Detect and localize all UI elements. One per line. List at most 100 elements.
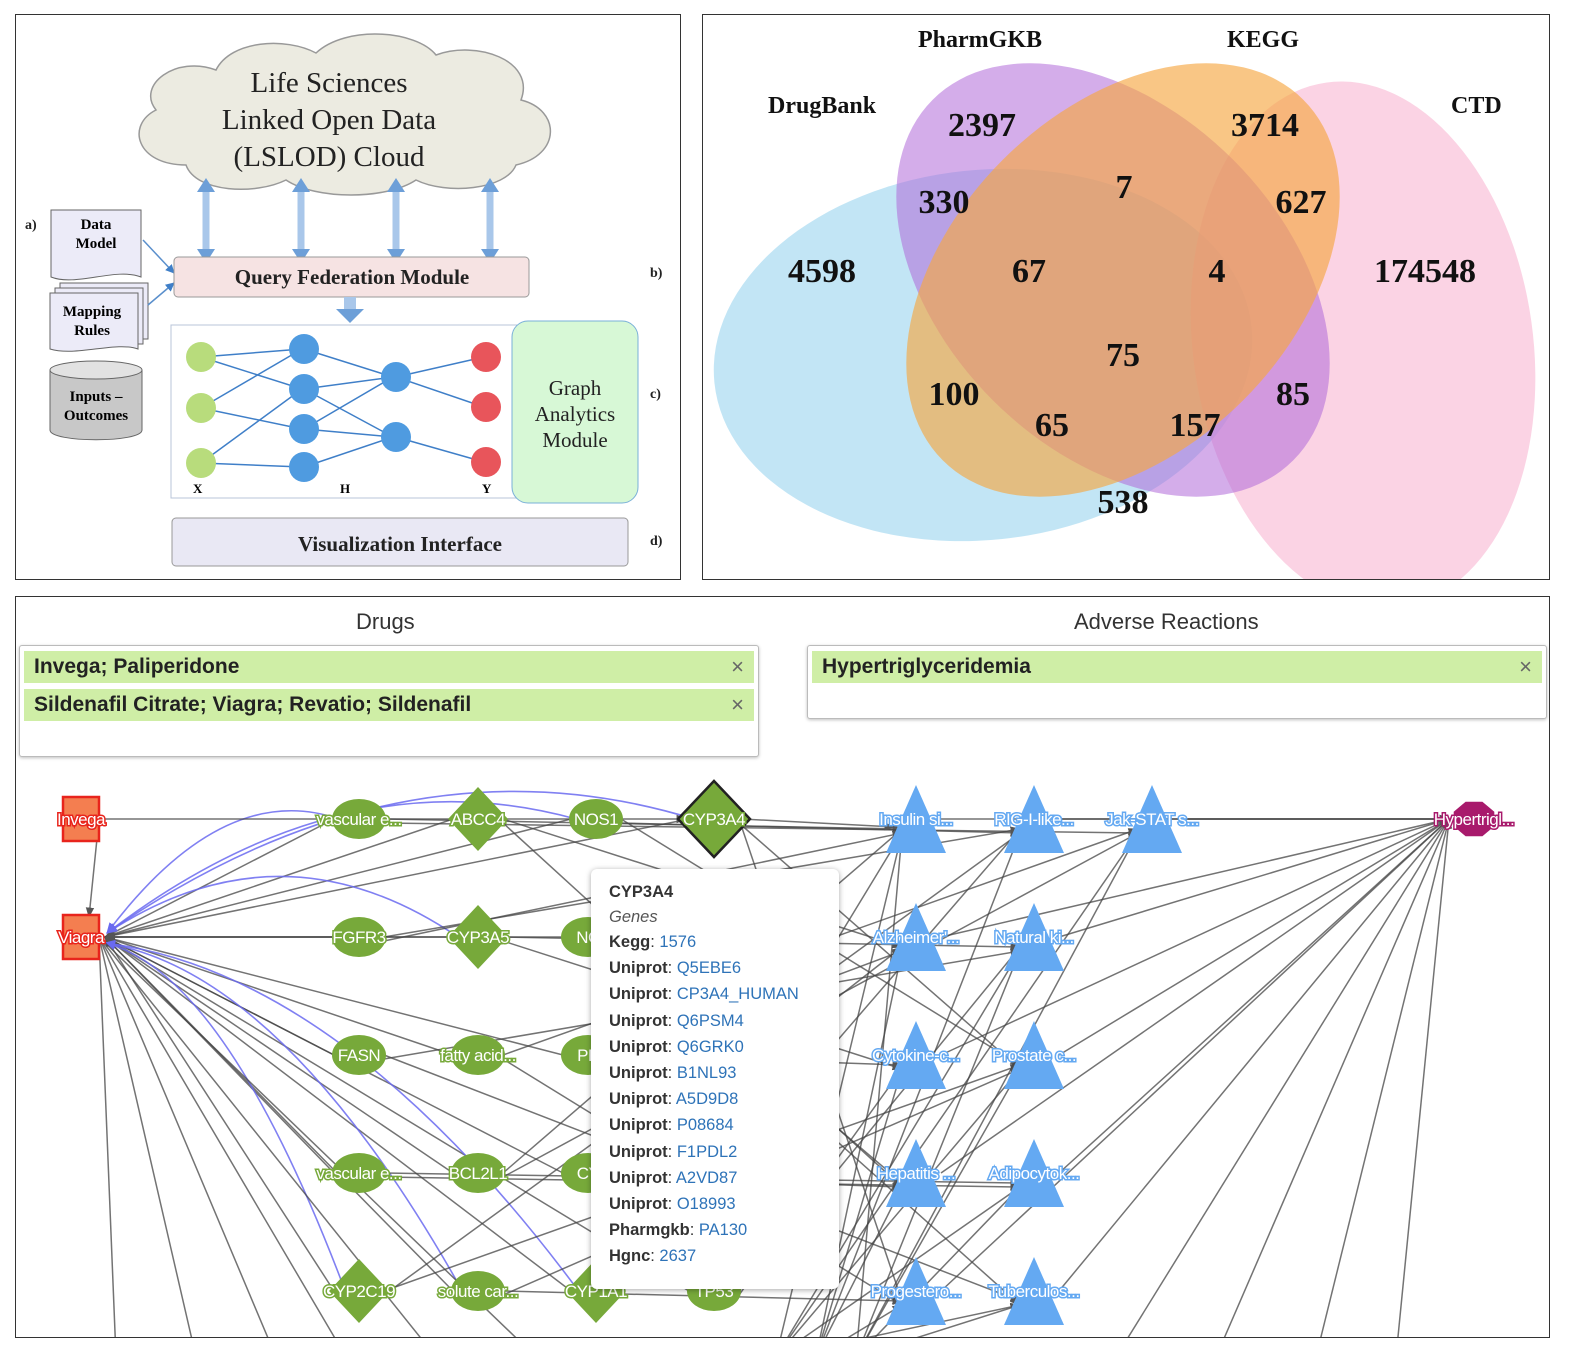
drug-selector[interactable]: Invega; Paliperidone× Sildenafil Citrate… bbox=[19, 645, 759, 757]
tooltip-link[interactable]: A5D9D8 bbox=[675, 1090, 739, 1109]
network-node-rig[interactable] bbox=[1004, 785, 1064, 853]
tooltip-link[interactable]: O18993 bbox=[676, 1195, 736, 1214]
network-node-fasn[interactable] bbox=[332, 1035, 386, 1075]
tooltip-key: Pharmgkb bbox=[609, 1221, 690, 1240]
network-node-tuberculos[interactable] bbox=[1004, 1257, 1064, 1325]
val-drugbank-kegg-ctd: 65 bbox=[1035, 407, 1069, 444]
remove-icon[interactable]: × bbox=[731, 692, 744, 717]
cloud-line-2: Linked Open Data bbox=[222, 104, 436, 136]
network-node-cyp2c19[interactable] bbox=[329, 1259, 389, 1323]
network-node-progestero[interactable] bbox=[886, 1257, 946, 1325]
tooltip-link[interactable]: 2637 bbox=[659, 1247, 697, 1266]
tooltip-key: Uniprot bbox=[609, 1090, 668, 1109]
tooltip-link[interactable]: F1PDL2 bbox=[676, 1142, 738, 1161]
network-node-cyp3a4[interactable] bbox=[676, 779, 752, 859]
tooltip-link[interactable]: B1NL93 bbox=[676, 1064, 737, 1083]
svg-text:Mapping: Mapping bbox=[63, 304, 122, 320]
network-node-hepatitis[interactable] bbox=[886, 1139, 946, 1207]
val-all-four: 75 bbox=[1106, 337, 1140, 374]
drugbank-label: DrugBank bbox=[768, 93, 877, 119]
network-edge bbox=[104, 818, 335, 938]
network-node-viagra[interactable] bbox=[61, 913, 101, 961]
architecture-diagram: Life Sciences Linked Open Data (LSLOD) C… bbox=[25, 33, 663, 567]
tooltip-link[interactable]: A2VD87 bbox=[675, 1168, 738, 1187]
tooltip-key: Uniprot bbox=[609, 1064, 668, 1083]
tooltip-link[interactable]: P08684 bbox=[676, 1116, 734, 1135]
svg-text:Visualization Interface: Visualization Interface bbox=[298, 532, 502, 556]
network-node-hypertrig[interactable] bbox=[1453, 801, 1495, 837]
node-label: Jak-STAT s... bbox=[1105, 810, 1199, 829]
node-label: CYP3A4 bbox=[683, 810, 745, 829]
cloud-line-1: Life Sciences bbox=[250, 67, 407, 99]
network-edge bbox=[787, 950, 1021, 1337]
network-node-fgfr3[interactable] bbox=[332, 917, 386, 957]
svg-text:Inputs –: Inputs – bbox=[70, 389, 123, 405]
network-edge bbox=[741, 818, 896, 831]
network-node-prostate[interactable] bbox=[1004, 1021, 1064, 1089]
label-c: c) bbox=[650, 387, 661, 402]
layer-x-label: X bbox=[193, 481, 203, 496]
label-d: d) bbox=[650, 534, 663, 549]
tooltip-key: Kegg bbox=[609, 933, 651, 951]
svg-text:Analytics: Analytics bbox=[535, 402, 615, 426]
network-node-alzheimer[interactable] bbox=[886, 903, 946, 971]
tooltip-row: Uniprot: Q6GRK0 bbox=[609, 1037, 744, 1056]
network-node-vascular_e1[interactable] bbox=[332, 799, 386, 839]
remove-icon[interactable]: × bbox=[731, 654, 744, 679]
network-node-invega[interactable] bbox=[61, 795, 101, 843]
reaction-selector[interactable]: Hypertriglyceridemia× bbox=[807, 645, 1547, 719]
tooltip-link[interactable]: Q6PSM4 bbox=[676, 1011, 744, 1030]
kegg-label: KEGG bbox=[1227, 27, 1299, 53]
cloud-line-3: (LSLOD) Cloud bbox=[234, 141, 425, 173]
network-edge bbox=[620, 822, 1022, 837]
inputs-outcomes-db: Inputs – Outcomes bbox=[49, 360, 143, 441]
network-edge bbox=[940, 817, 1451, 938]
node-label: RIG-I-like... bbox=[994, 810, 1073, 829]
lslod-cloud: Life Sciences Linked Open Data (LSLOD) C… bbox=[138, 33, 552, 196]
tooltip-row: Uniprot: A2VD87 bbox=[609, 1168, 738, 1187]
label-a: a) bbox=[25, 218, 37, 233]
node-label: CYP2C19 bbox=[323, 1282, 395, 1301]
node-label: Prostate c... bbox=[992, 1046, 1076, 1065]
node-label: NOS1 bbox=[574, 810, 618, 829]
network-edge bbox=[103, 941, 350, 1302]
tooltip-key: Uniprot bbox=[609, 1116, 668, 1135]
tooltip-link[interactable]: Q6GRK0 bbox=[676, 1037, 744, 1056]
ctd-label: CTD bbox=[1451, 93, 1502, 119]
node-label: Cytokine-c... bbox=[872, 1046, 960, 1065]
tooltip-row: Uniprot: O18993 bbox=[609, 1195, 736, 1214]
network-node-bcl2l1[interactable] bbox=[451, 1153, 505, 1193]
network-node-cytokine[interactable] bbox=[886, 1021, 946, 1089]
cloud-arrows bbox=[202, 185, 494, 255]
tooltip-key: Uniprot bbox=[609, 959, 668, 978]
network-node-abcc4[interactable] bbox=[448, 787, 508, 851]
node-label: CYP3A5 bbox=[447, 928, 509, 947]
network-edge bbox=[106, 790, 695, 934]
svg-text:Model: Model bbox=[76, 236, 117, 252]
network-node-cyp3a5[interactable] bbox=[448, 905, 508, 969]
network-node-natural[interactable] bbox=[1004, 903, 1064, 971]
tooltip-link[interactable]: CP3A4_HUMAN bbox=[676, 985, 799, 1004]
network-node-fatty_acid[interactable] bbox=[451, 1035, 505, 1075]
network-edge bbox=[865, 832, 1139, 1337]
node-label: vascular e... bbox=[316, 1164, 401, 1183]
tooltip-key: Uniprot bbox=[609, 1195, 668, 1214]
network-edge bbox=[1058, 817, 1451, 938]
network-node-nos1[interactable] bbox=[569, 799, 623, 839]
network-node-solute_car[interactable] bbox=[451, 1271, 505, 1311]
svg-text:Graph: Graph bbox=[549, 376, 602, 400]
tooltip-row: Pharmgkb: PA130 bbox=[609, 1221, 748, 1240]
tooltip-link[interactable]: PA130 bbox=[698, 1221, 748, 1240]
remove-icon[interactable]: × bbox=[1519, 654, 1532, 679]
network-node-adipocyto[interactable] bbox=[1004, 1139, 1064, 1207]
network-edge bbox=[1127, 818, 1450, 1337]
network-node-jak[interactable] bbox=[1122, 785, 1182, 853]
network-edge bbox=[940, 818, 1450, 1174]
network-node-insulin[interactable] bbox=[886, 785, 946, 853]
network-edge bbox=[104, 936, 454, 1292]
network-node-vascular_e2[interactable] bbox=[332, 1153, 386, 1193]
node-label: Hepatitis ... bbox=[877, 1164, 956, 1183]
tooltip-link[interactable]: 1576 bbox=[659, 933, 697, 951]
tooltip-link[interactable]: Q5EBE6 bbox=[676, 959, 742, 978]
node-label: Alzheimer'... bbox=[873, 928, 960, 947]
